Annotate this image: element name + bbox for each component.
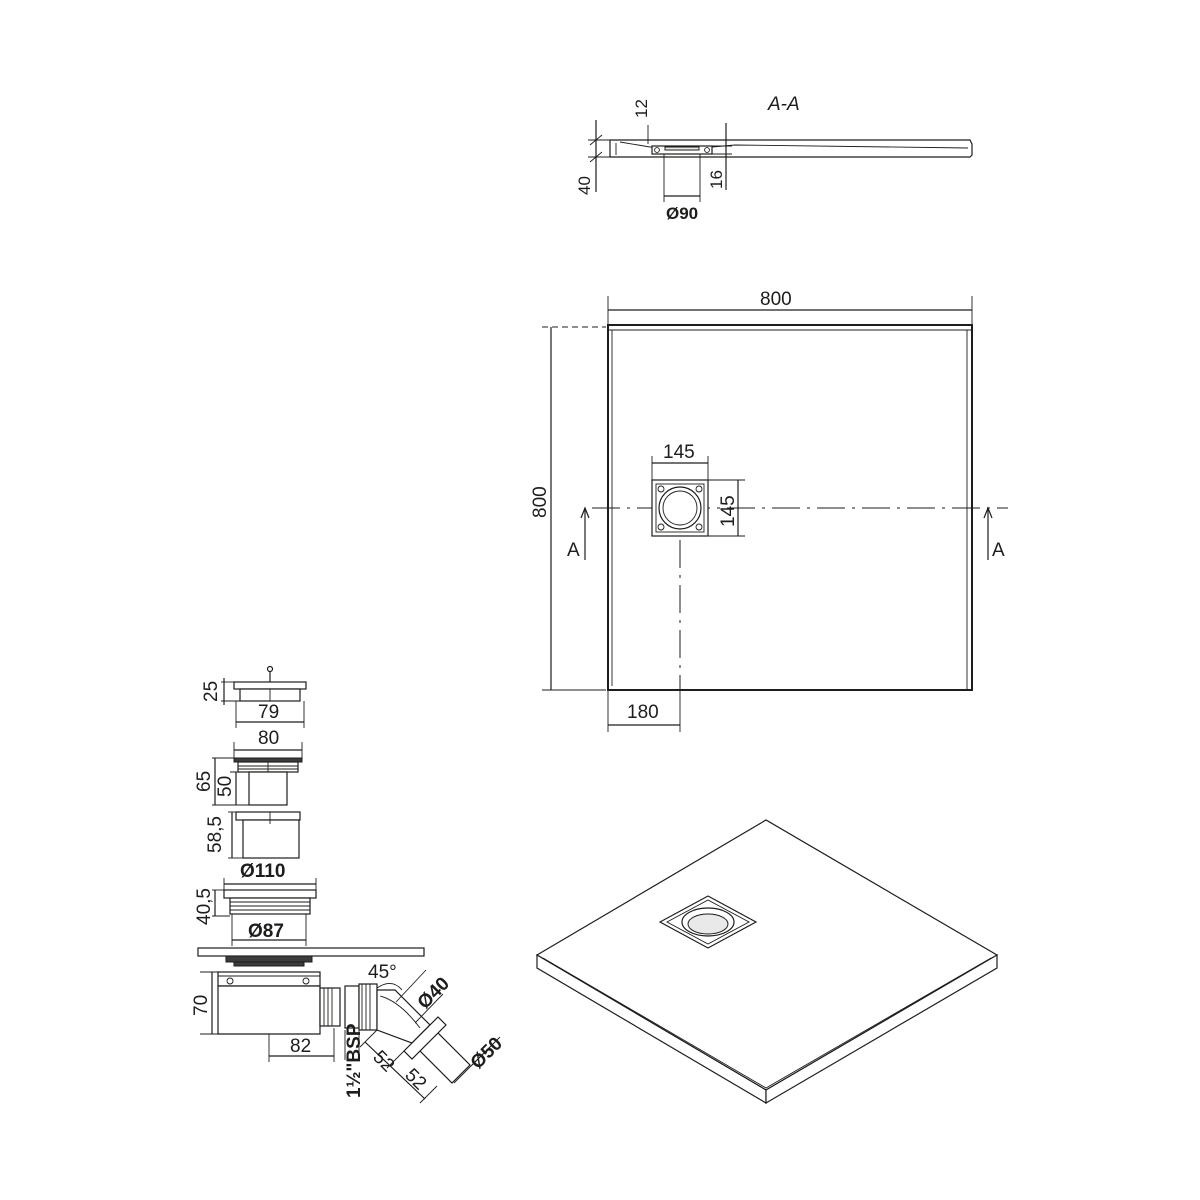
cap-dim-height: 25 (201, 681, 222, 702)
plan-dim-grate-height: 145 (718, 495, 739, 527)
iso-tray-top (535, 819, 999, 1091)
body-dim-height: 70 (191, 995, 212, 1016)
flange-dim-top: Ø110 (240, 861, 285, 882)
siphon-tray-plate (197, 947, 425, 957)
part-cap: 25 79 (201, 665, 307, 728)
plan-drain-grate (651, 479, 709, 537)
body-dim-segment-2: 52 (400, 1065, 430, 1095)
part-flange: Ø110 40,5 Ø87 (194, 861, 317, 946)
insert-dim-inner: 50 (215, 776, 236, 797)
section-dim-12: 12 (632, 99, 651, 118)
isometric-view (535, 819, 999, 1105)
plan-view: 800 800 A A 145 (530, 289, 1008, 732)
plan-dim-grate-width: 145 (663, 442, 695, 463)
iso-tray-right-face (765, 953, 998, 1105)
flange-dim-height: 40,5 (194, 888, 215, 925)
section-dim-diameter: Ø90 (666, 204, 698, 223)
part-grate-insert: 80 65 50 (194, 728, 303, 806)
section-dim-40: 40 (575, 176, 594, 195)
plan-dim-height: 800 (530, 486, 551, 518)
body-dim-segment-1: 52 (368, 1047, 398, 1077)
body-dim-thread: 1½"BSP (344, 1023, 365, 1098)
insert-dim-width: 80 (258, 728, 279, 749)
part-siphon-body: 70 82 1½"BSP 45° Ø40 Ø50 (191, 947, 507, 1104)
body-dim-angle: 45° (368, 962, 397, 983)
siphon-parts: 25 79 80 65 50 (191, 665, 507, 1104)
body-dim-pipe: Ø50 (467, 1033, 507, 1073)
section-view: A-A 12 40 16 Ø90 (575, 94, 973, 223)
cap-dim-width: 79 (258, 702, 279, 723)
section-title: A-A (767, 94, 800, 115)
plan-section-mark-left: A (567, 540, 580, 561)
body-dim-outlet: Ø40 (414, 973, 454, 1013)
insert-dim-total: 65 (194, 771, 215, 792)
plan-dim-width: 800 (760, 289, 792, 310)
plan-section-mark-right: A (992, 540, 1005, 561)
plan-drain-ring (658, 486, 702, 530)
sleeve-dim-height: 58,5 (205, 816, 226, 853)
section-dim-16: 16 (707, 170, 726, 189)
part-sleeve: 58,5 (205, 811, 301, 859)
body-dim-offset: 82 (290, 1036, 311, 1057)
flange-dim-bottom: Ø87 (248, 921, 284, 942)
plan-dim-offset: 180 (627, 702, 659, 723)
